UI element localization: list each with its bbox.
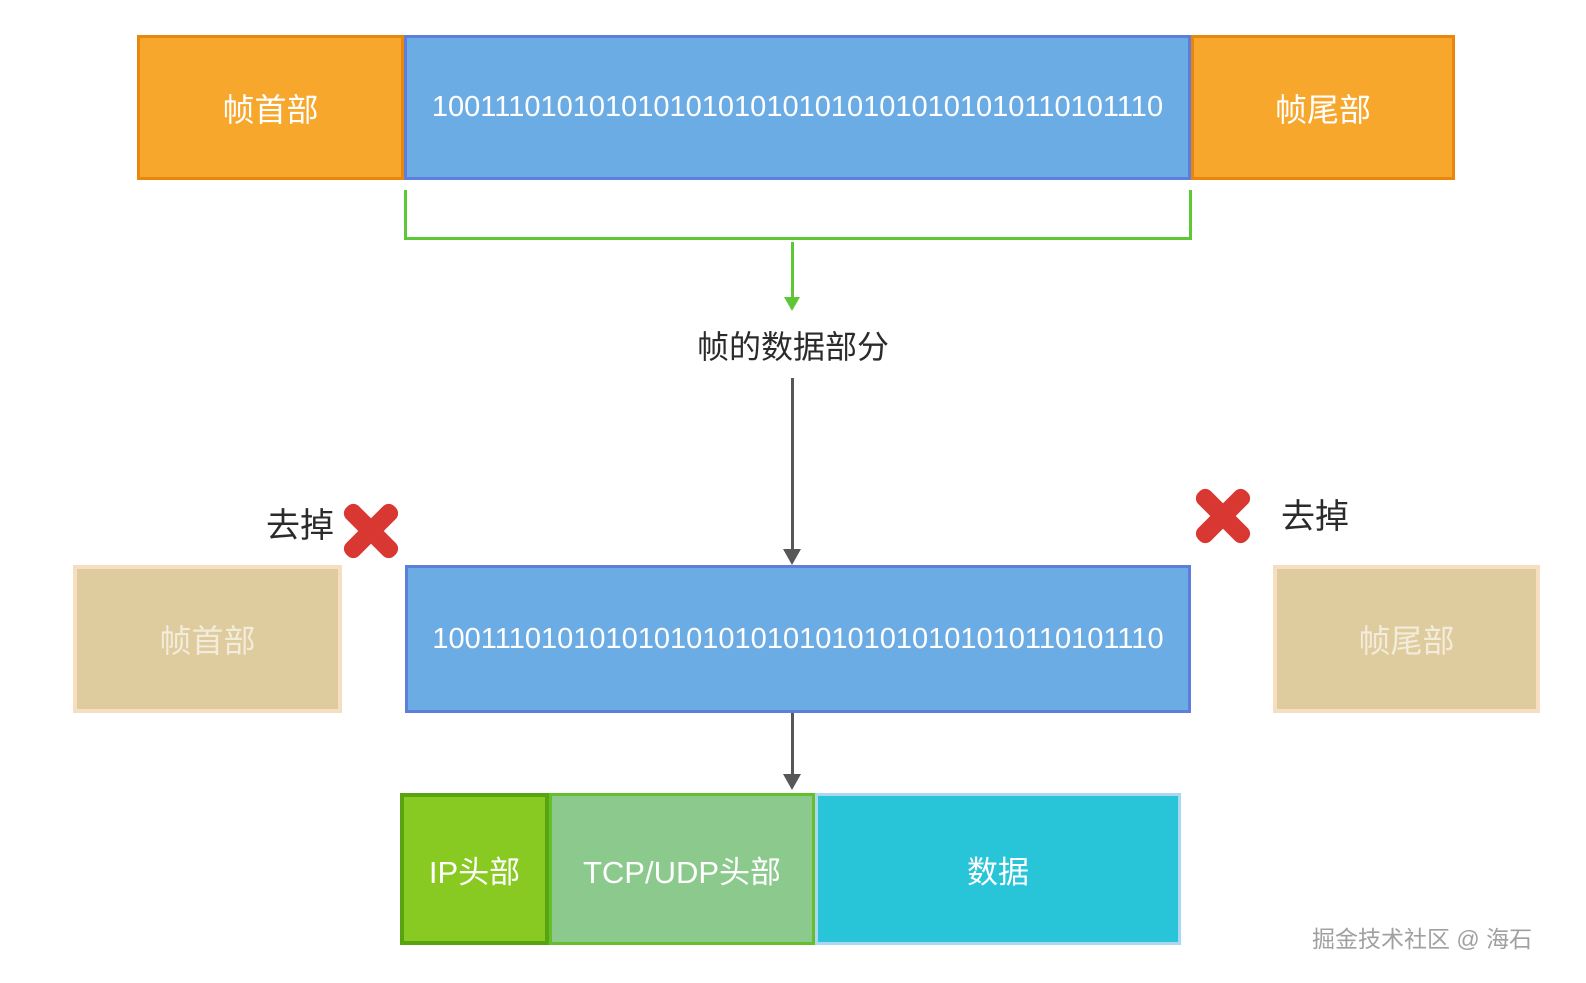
frame-header-box-removed: 帧首部 bbox=[73, 565, 342, 713]
remove-label-left: 去掉 bbox=[266, 507, 334, 545]
green-arrow-line bbox=[791, 242, 794, 298]
frame-header-label-removed: 帧首部 bbox=[159, 623, 256, 659]
arrow-line-1 bbox=[791, 378, 794, 550]
frame-data-box-top: 1001110101010101010101010101010101010110… bbox=[404, 35, 1191, 180]
frame-header-label-top: 帧首部 bbox=[222, 91, 319, 128]
red-x-icon-left bbox=[341, 501, 401, 561]
tcp-udp-header-label: TCP/UDP头部 bbox=[582, 854, 782, 890]
frame-trailer-label-removed: 帧尾部 bbox=[1358, 623, 1455, 659]
watermark-text: 掘金技术社区 @ 海石 bbox=[1312, 926, 1533, 952]
arrow-line-2 bbox=[791, 713, 794, 775]
remove-label-right: 去掉 bbox=[1281, 498, 1349, 536]
arrow-down-icon-1 bbox=[783, 549, 801, 565]
frame-binary-top: 1001110101010101010101010101010101010110… bbox=[431, 91, 1164, 123]
frame-binary-middle: 1001110101010101010101010101010101010110… bbox=[432, 622, 1164, 655]
tcp-udp-header-box: TCP/UDP头部 bbox=[549, 793, 815, 945]
data-label: 数据 bbox=[967, 854, 1029, 890]
ip-header-label: IP头部 bbox=[428, 854, 521, 890]
frame-data-box-middle: 1001110101010101010101010101010101010110… bbox=[405, 565, 1191, 713]
frame-header-box-top: 帧首部 bbox=[137, 35, 404, 180]
data-box: 数据 bbox=[815, 793, 1181, 945]
bracket-icon bbox=[404, 190, 1192, 240]
frame-trailer-label-top: 帧尾部 bbox=[1274, 91, 1371, 128]
red-x-icon-right bbox=[1193, 486, 1253, 546]
frame-data-section-label: 帧的数据部分 bbox=[696, 329, 890, 365]
frame-trailer-box-top: 帧尾部 bbox=[1191, 35, 1455, 180]
ip-header-box: IP头部 bbox=[400, 793, 549, 945]
arrow-down-icon-2 bbox=[783, 774, 801, 790]
green-arrow-down-icon bbox=[784, 297, 800, 311]
frame-trailer-box-removed: 帧尾部 bbox=[1273, 565, 1540, 713]
